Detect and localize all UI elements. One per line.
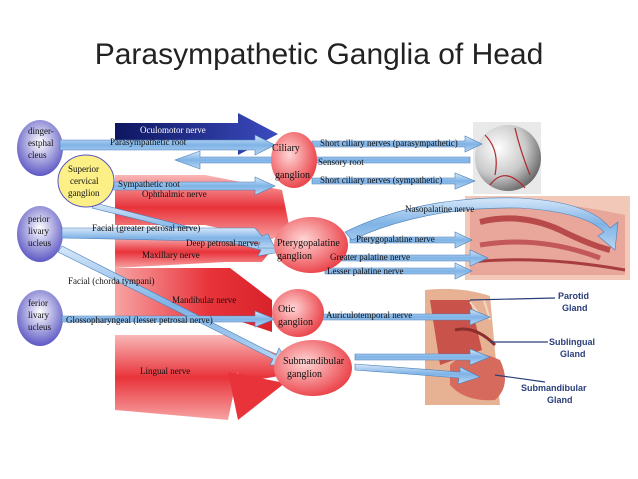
deep-petrosal-label: Deep petrosal nerve	[186, 238, 258, 248]
short-ciliary-symp-label: Short ciliary nerves (sympathetic)	[320, 175, 442, 185]
short-ciliary-symp-arrow	[311, 172, 476, 190]
sympathetic-root-label: Sympathetic root	[118, 179, 180, 189]
submandibular-pointer	[494, 374, 546, 383]
submandibular-out-arrow	[354, 348, 491, 366]
sublingual-label-2: Gland	[560, 349, 586, 359]
ptery-label-2: ganglion	[277, 251, 312, 262]
parasympathetic-root-arrow	[59, 134, 276, 156]
sup-salivary-label-1: perior	[28, 214, 50, 224]
eyeball-image	[473, 122, 541, 194]
parotid-pointer	[469, 297, 556, 301]
lingual-trunk	[115, 335, 285, 420]
otic-ganglion	[272, 289, 324, 337]
otic-label-1: Otic	[278, 304, 296, 315]
parotid-label-2: Gland	[562, 303, 588, 313]
auriculotemporal-label: Auriculotemporal nerve	[326, 310, 412, 320]
oculomotor-label: Oculomotor nerve	[140, 125, 206, 135]
nasopalatine-label: Nasopalatine nerve	[405, 204, 474, 214]
submand-label-2: ganglion	[287, 369, 322, 380]
sensory-root-label: Sensory root	[318, 157, 364, 167]
otic-label-2: ganglion	[278, 317, 313, 328]
glossopharyngeal-arrow	[61, 310, 276, 328]
sup-cervical-label-1: Superior	[68, 164, 99, 174]
sup-cervical-label-3: ganglion	[68, 188, 100, 198]
inf-salivary-label-3: ucleus	[28, 322, 51, 332]
short-ciliary-para-label: Short ciliary nerves (parasympathetic)	[320, 138, 458, 148]
pterygopalatine-ganglion	[274, 217, 348, 273]
edinger-label-1: dinger-	[28, 126, 54, 136]
ophthalmic-label: Ophthalmic nerve	[142, 189, 207, 199]
ciliary-label-2: ganglion	[275, 170, 310, 181]
submandibular-ganglion	[274, 340, 352, 396]
nasopalatine-arrow	[344, 197, 619, 251]
sublingual-label-1: Sublingual	[549, 337, 595, 347]
edinger-westphal-nucleus	[17, 120, 63, 176]
sublingual-out-arrow	[354, 363, 481, 385]
pterygopalatine-n-arrow	[349, 231, 473, 249]
superior-cervical-ganglion	[57, 154, 115, 208]
parasympathetic-root-label: Parasympathetic root	[110, 137, 187, 147]
ptery-label-1: Pterygopalatine	[277, 238, 340, 249]
page-title: Parasympathetic Ganglia of Head	[94, 38, 544, 71]
mandibular-label: Mandibular nerve	[172, 295, 236, 305]
edinger-label-3: cleus	[28, 150, 47, 160]
sup-salivary-label-3: ucleus	[28, 238, 51, 248]
ciliary-ganglion	[271, 132, 317, 188]
submandibular-gland-label-1: Submandibular	[521, 383, 587, 393]
ciliary-label-1: Ciliary	[272, 143, 300, 154]
glossopharyngeal-label: Glossopharyngeal (lesser petrosal nerve)	[66, 315, 213, 325]
parotid-label-1: Parotid	[558, 291, 589, 301]
chorda-label: Facial (chorda tympani)	[68, 276, 154, 286]
facial-gpn-label: Facial (greater petrosal nerve)	[92, 223, 200, 233]
lingual-arrow-head	[228, 372, 285, 420]
sup-salivary-label-2: livary	[28, 226, 49, 236]
sup-cervical-label-2: cervical	[70, 176, 99, 186]
maxillary-label: Maxillary nerve	[142, 250, 200, 260]
submandibular-gland-label-2: Gland	[547, 395, 573, 405]
sympathetic-root-arrow	[109, 176, 276, 196]
lesser-palatine-arrow	[324, 262, 473, 280]
greater-palatine-arrow	[324, 249, 489, 267]
maxillary-trunk	[115, 236, 270, 268]
inf-salivary-label-1: ferior	[28, 298, 48, 308]
submand-label-1: Submandibular	[283, 356, 345, 367]
short-ciliary-para-arrow	[311, 135, 483, 153]
pterygopalatine-n-label: Pterygopalatine nerve	[356, 234, 435, 244]
greater-palatine-label: Greater palatine nerve	[330, 252, 410, 262]
edinger-label-2: estphal	[28, 138, 54, 148]
lesser-palatine-label: Lesser palatine nerve	[327, 266, 403, 276]
sensory-root-arrow	[174, 150, 471, 170]
inf-salivary-label-2: livary	[28, 310, 49, 320]
auriculotemporal-arrow	[321, 308, 491, 326]
superior-salivary-nucleus	[17, 206, 63, 262]
inferior-salivary-nucleus	[17, 290, 63, 346]
lingual-label: Lingual nerve	[140, 366, 190, 376]
head-gland-image	[420, 283, 630, 408]
